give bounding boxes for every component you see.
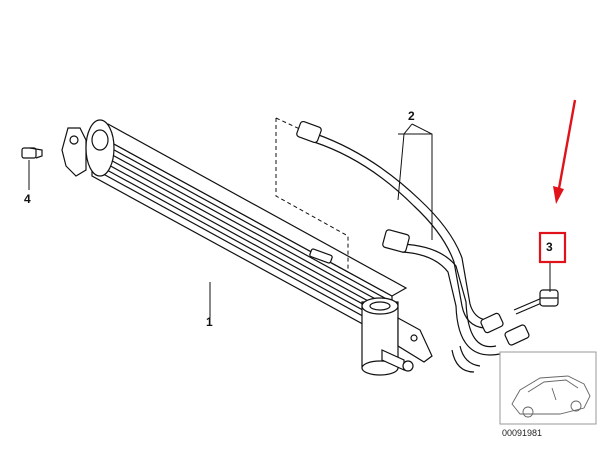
- oil-cooler-lines: [296, 120, 530, 373]
- bolt-part-3: [513, 289, 559, 315]
- callout-part-3: 3: [546, 240, 553, 254]
- callout-part-2: 2: [408, 109, 415, 123]
- red-pointer-arrow: [553, 99, 577, 204]
- vehicle-reference-thumbnail: [499, 351, 597, 425]
- oil-cooler: [61, 119, 433, 376]
- diagram-number: 00091981: [502, 428, 542, 438]
- bolt-part-4: [21, 147, 43, 159]
- callout-highlight-box: [538, 231, 567, 264]
- leader-lines: [28, 123, 551, 318]
- callout-part-4: 4: [24, 192, 31, 206]
- callout-part-1: 1: [206, 315, 213, 329]
- car-silhouette-icon: [511, 375, 591, 418]
